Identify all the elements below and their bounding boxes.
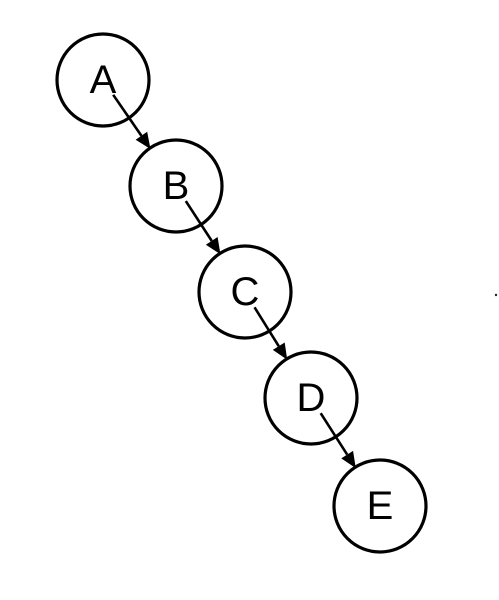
arrowhead-icon <box>205 237 221 255</box>
node-a: A <box>55 32 151 128</box>
edge-c-d <box>253 306 288 360</box>
edge-line <box>319 412 349 456</box>
node-label: D <box>297 376 326 420</box>
node-label: E <box>367 484 394 528</box>
node-circle <box>197 244 293 340</box>
stray-mark <box>494 293 498 297</box>
nodes-layer: A B C D E <box>55 32 428 554</box>
node-label: A <box>90 58 117 102</box>
node-label: B <box>163 164 190 208</box>
edges-layer <box>112 94 356 469</box>
node-circle <box>55 32 151 128</box>
node-circle <box>263 350 359 446</box>
node-circle <box>128 138 224 234</box>
edge-line <box>253 306 280 347</box>
arrowhead-icon <box>341 450 356 469</box>
node-e: E <box>332 458 428 554</box>
node-label: C <box>231 270 260 314</box>
node-b: B <box>128 138 224 234</box>
edge-line <box>184 200 213 242</box>
edge-b-c <box>184 200 221 255</box>
arrowhead-icon <box>135 131 151 149</box>
edge-d-e <box>319 412 356 469</box>
node-circle <box>332 458 428 554</box>
edge-a-b <box>112 94 151 149</box>
node-d: D <box>263 350 359 446</box>
edge-line <box>112 94 143 137</box>
arrowhead-icon <box>272 342 288 360</box>
node-c: C <box>197 244 293 340</box>
